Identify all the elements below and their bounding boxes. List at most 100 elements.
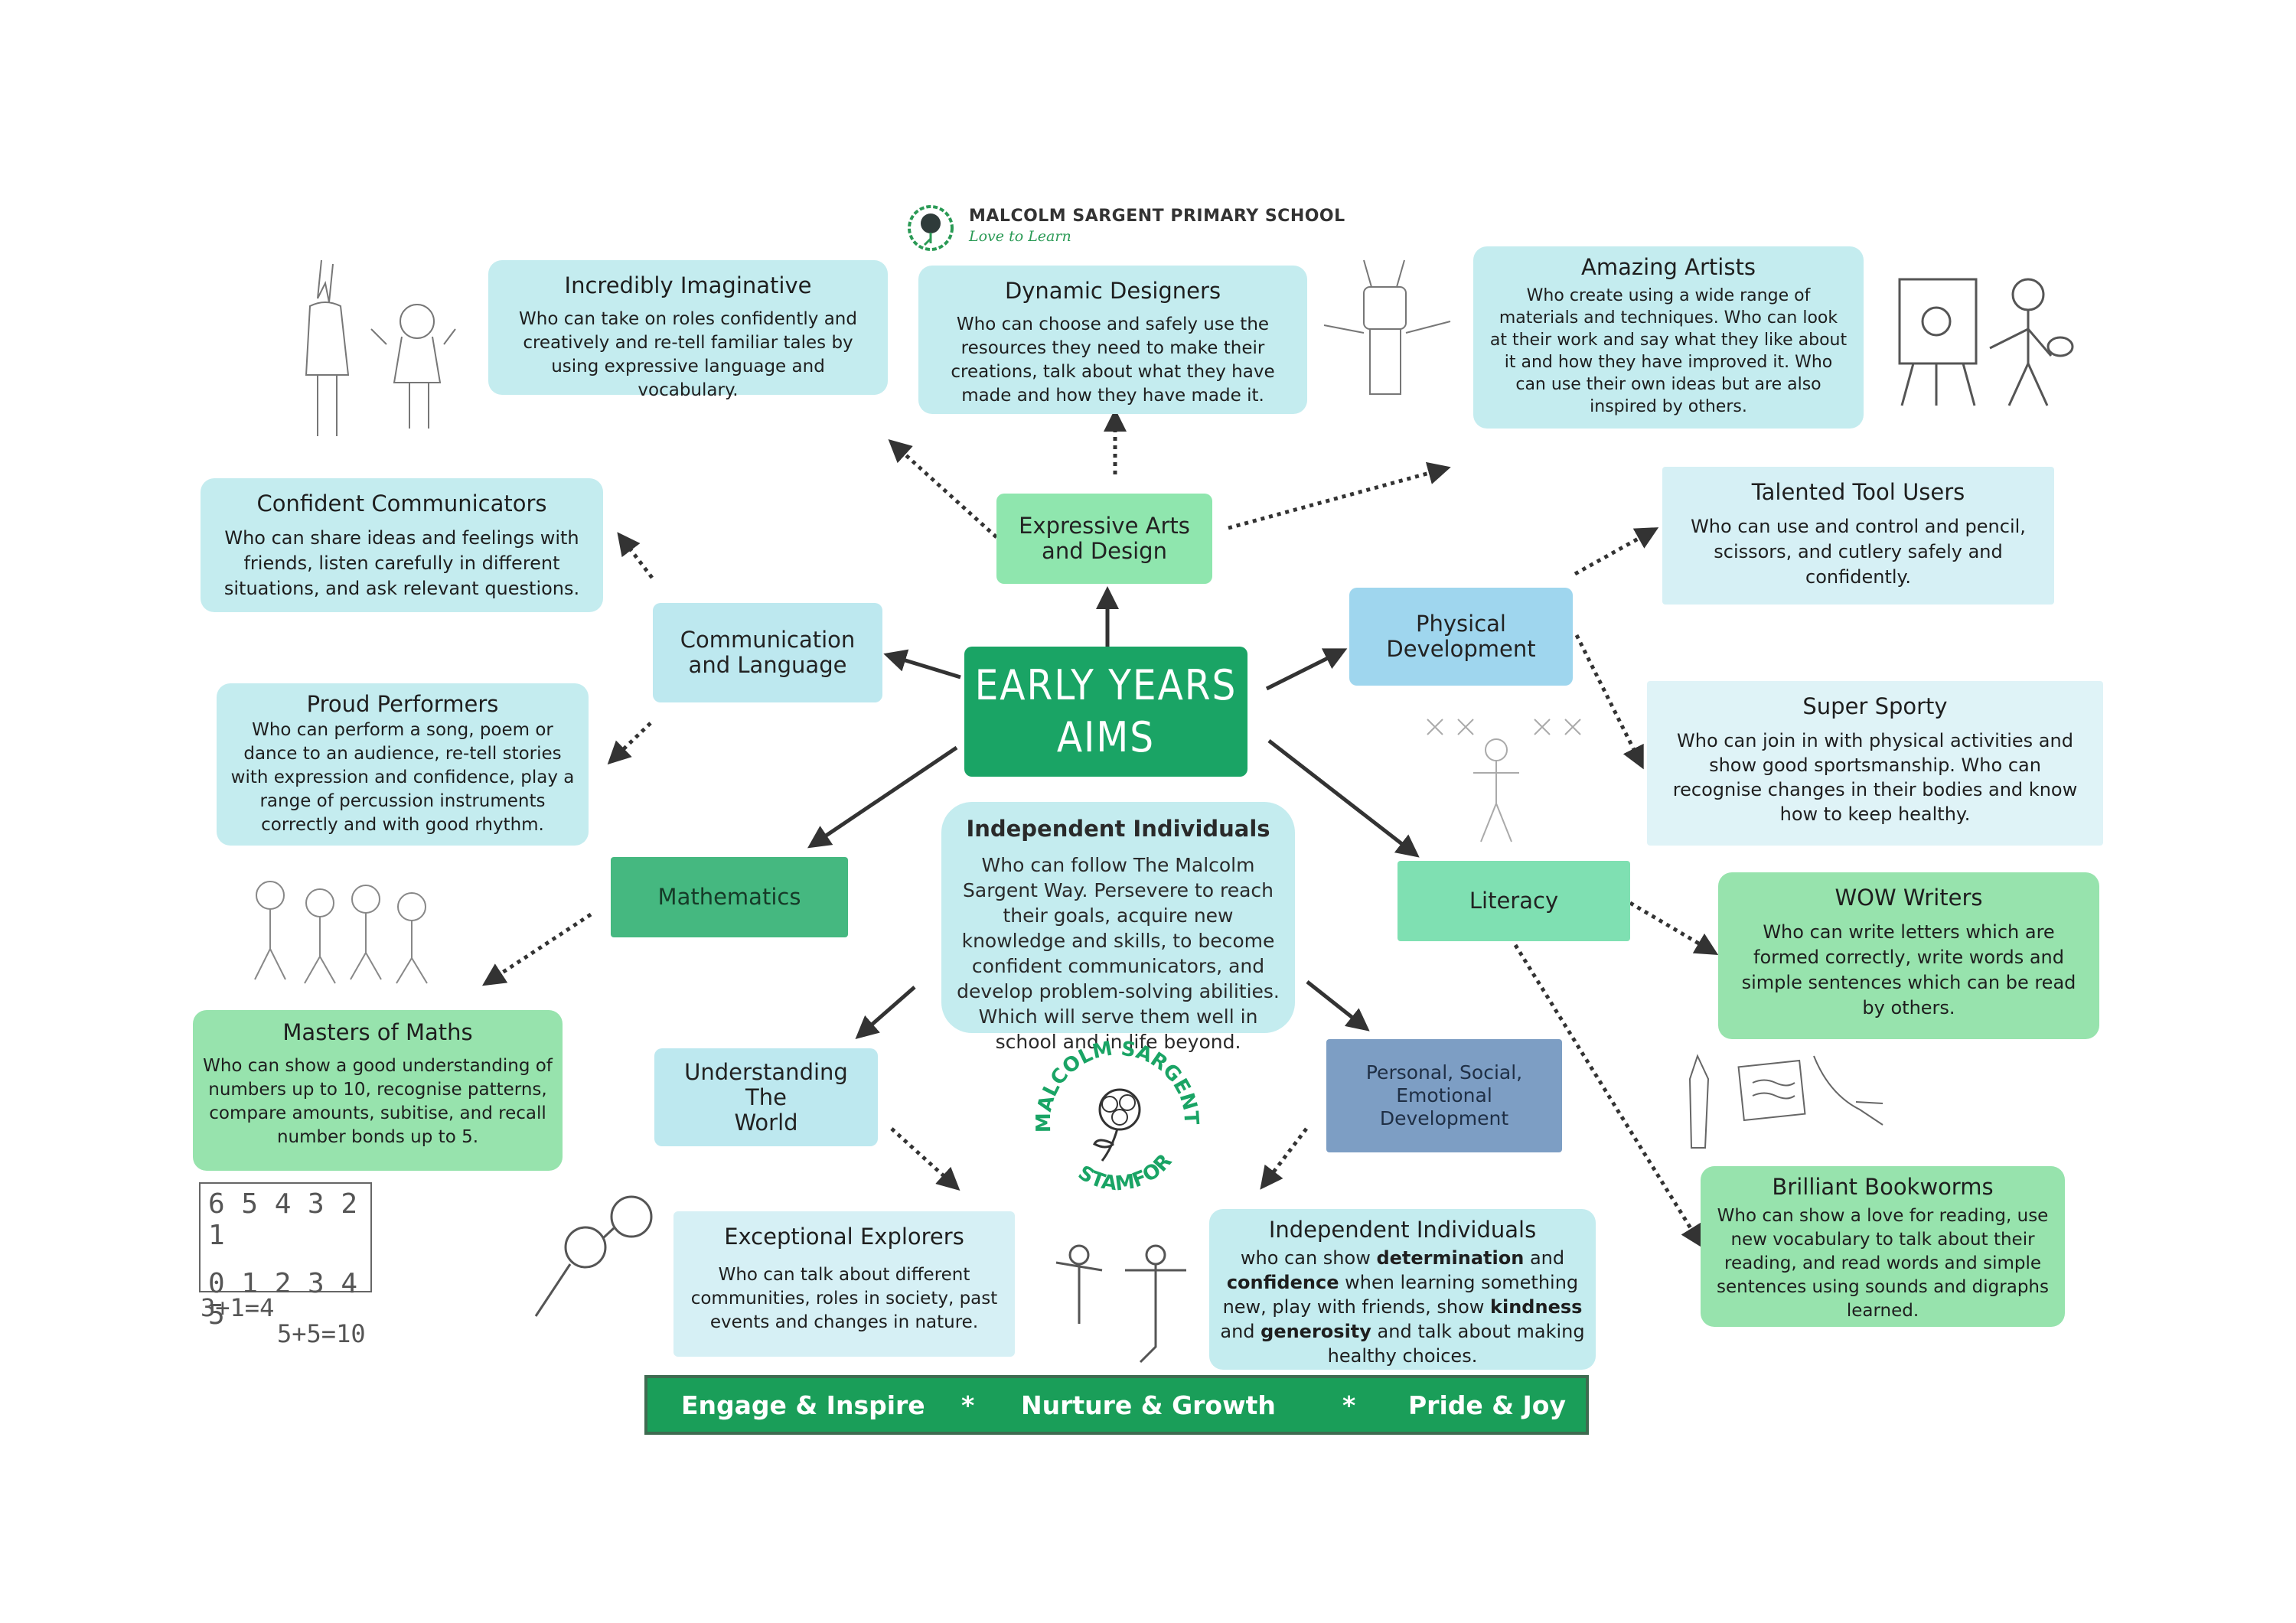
carnation-flower-icon (1093, 1088, 1141, 1162)
goal-text: Who can use and control and pencil, scis… (1691, 516, 2026, 588)
goal-text: Who can share ideas and feelings with fr… (223, 527, 580, 599)
goal-title: Talented Tool Users (1751, 479, 1965, 505)
goal-title: Independent Individuals (1268, 1217, 1537, 1243)
number-sketch-box: 6 5 4 3 2 1 0 1 2 3 4 5 (199, 1182, 372, 1331)
dotted-communication-to-communicators (617, 532, 654, 579)
children-drawing-easel-sketch (1898, 278, 2074, 406)
text-run: when learning something new, play with f… (1222, 1272, 1579, 1318)
goal-text: Who can show a good understanding of num… (203, 1056, 553, 1147)
bold-word: determination (1376, 1247, 1525, 1269)
goal-proud-performers: Proud Performers Who can perform a song,… (217, 683, 589, 846)
sum-sketch: 5+5=10 (277, 1319, 366, 1348)
goal-amazing-artists: Amazing Artists Who create using a wide … (1473, 246, 1864, 429)
area-label: Development (1386, 636, 1536, 662)
goal-text: Who can perform a song, poem or dance to… (230, 720, 575, 835)
dotted-understanding-to-explorers (890, 1127, 960, 1191)
dotted-physical-to-tooluser (1574, 527, 1659, 576)
goal-wow-writers: WOW Writers Who can write letters which … (1718, 872, 2099, 1039)
area-label: Physical (1416, 611, 1506, 637)
goal-title: Incredibly Imaginative (564, 272, 812, 298)
goal-title: Brilliant Bookworms (1772, 1174, 1994, 1200)
text-run: and talk about making healthy choices. (1327, 1321, 1585, 1367)
title-line-1: EARLY YEARS (974, 661, 1238, 709)
dotted-communication-to-performers (607, 722, 652, 765)
banner-separator: * (1342, 1390, 1356, 1420)
bold-word: confidence (1226, 1272, 1339, 1293)
goal-text: Who can show a love for reading, use new… (1717, 1206, 2049, 1321)
arrow-center-to-literacy (1267, 739, 1420, 858)
goal-super-sporty: Super Sporty Who can join in with physic… (1647, 681, 2103, 846)
goal-confident-communicators: Confident Communicators Who can share id… (201, 478, 603, 612)
number-row: 0 1 2 3 4 5 (208, 1268, 358, 1331)
bold-word: generosity (1261, 1321, 1371, 1342)
text-run: who can show (1240, 1247, 1377, 1269)
goal-title: Exceptional Explorers (724, 1224, 964, 1250)
arrow-center-to-communication (883, 649, 961, 680)
goal-text: Who can choose and safely use the resour… (951, 314, 1275, 406)
dotted-expressive-to-artists (1228, 461, 1451, 530)
area-label: Understanding The (684, 1058, 848, 1110)
area-expressive-arts: Expressive Arts and Design (996, 494, 1212, 584)
goal-brilliant-bookworms: Brilliant Bookworms Who can show a love … (1701, 1166, 2065, 1327)
area-psed: Personal, Social, Emotional Development (1326, 1039, 1562, 1152)
area-understanding-world: Understanding The World (654, 1048, 878, 1146)
dotted-literacy-to-writers (1629, 901, 1719, 956)
dotted-physical-to-sporty (1574, 634, 1644, 770)
goal-text: Who can write letters which are formed c… (1741, 921, 2076, 1018)
values-banner: Engage & Inspire * Nurture & Growth * Pr… (644, 1375, 1589, 1435)
children-drawing-robot-sketch (1323, 259, 1451, 395)
area-communication-language: Communication and Language (653, 603, 882, 702)
goal-incredibly-imaginative: Incredibly Imaginative Who can take on r… (488, 260, 888, 400)
goal-independent-individuals-psed: Independent Individuals who can show det… (1209, 1209, 1596, 1370)
goal-text: Who can follow The Malcolm Sargent Way. … (957, 854, 1280, 1053)
goal-masters-of-maths: Masters of Maths Who can show a good und… (193, 1010, 563, 1171)
early-years-aims-title: EARLY YEARS AIMS (964, 647, 1247, 777)
dotted-expressive-to-imaginative (888, 438, 998, 539)
goal-independent-individuals-center: Independent Individuals Who can follow T… (941, 802, 1295, 1053)
area-label: and Design (1042, 538, 1167, 564)
banner-engage-inspire: Engage & Inspire (681, 1390, 925, 1420)
goal-title: WOW Writers (1835, 885, 1983, 911)
goal-talented-tool-users: Talented Tool Users Who can use and cont… (1662, 467, 2054, 605)
goal-title: Masters of Maths (282, 1019, 473, 1045)
banner-separator: * (961, 1390, 975, 1420)
pencil-and-paper-sketch (1688, 1054, 1883, 1149)
arrow-center-to-physical (1265, 648, 1348, 691)
goal-exceptional-explorers: Exceptional Explorers Who can talk about… (673, 1211, 1015, 1357)
text-run: and (1524, 1247, 1565, 1269)
goal-dynamic-designers: Dynamic Designers Who can choose and saf… (918, 266, 1307, 414)
area-label: Development (1379, 1107, 1509, 1129)
arrow-indep-to-psed (1306, 980, 1370, 1031)
area-label: Expressive Arts (1019, 513, 1190, 539)
area-label: Communication (680, 627, 856, 653)
goal-title: Amazing Artists (1581, 254, 1756, 280)
school-crest-icon (908, 205, 954, 251)
goal-text: who can show determination and confidenc… (1218, 1246, 1587, 1368)
goal-title: Proud Performers (306, 691, 499, 717)
goal-text: Who create using a wide range of materia… (1489, 286, 1848, 416)
goal-title: Independent Individuals (966, 816, 1270, 842)
children-drawing-people-sketch (305, 259, 456, 436)
stick-figures-sketch (1055, 1244, 1186, 1364)
title-line-2: AIMS (1056, 713, 1156, 761)
goal-text: Who can join in with physical activities… (1672, 730, 2078, 825)
sports-sketch (1427, 719, 1581, 842)
dotted-psed-to-independent (1260, 1127, 1308, 1190)
logo-arc-top: MALCOLM SARGENT SCHOOL (1029, 1029, 1202, 1133)
area-label: Literacy (1469, 888, 1559, 914)
goal-title: Dynamic Designers (1004, 278, 1221, 304)
goal-text: Who can take on roles confidently and cr… (519, 309, 857, 400)
goal-title: Super Sporty (1802, 693, 1948, 719)
area-physical-development: Physical Development (1349, 588, 1573, 686)
school-logo: MALCOLM SARGENT SCHOOL STAMFORD (1029, 1029, 1202, 1196)
area-literacy: Literacy (1397, 861, 1630, 941)
bold-word: kindness (1490, 1296, 1583, 1318)
children-drawing-figures-sketch (254, 881, 428, 984)
text-run: and (1220, 1321, 1261, 1342)
goal-text: Who can talk about different communities… (690, 1265, 998, 1332)
school-motto: Love to Learn (969, 228, 1071, 245)
area-label: Personal, Social, (1365, 1061, 1523, 1084)
magnifying-glass-sketch (534, 1195, 653, 1317)
area-mathematics: Mathematics (611, 857, 848, 937)
